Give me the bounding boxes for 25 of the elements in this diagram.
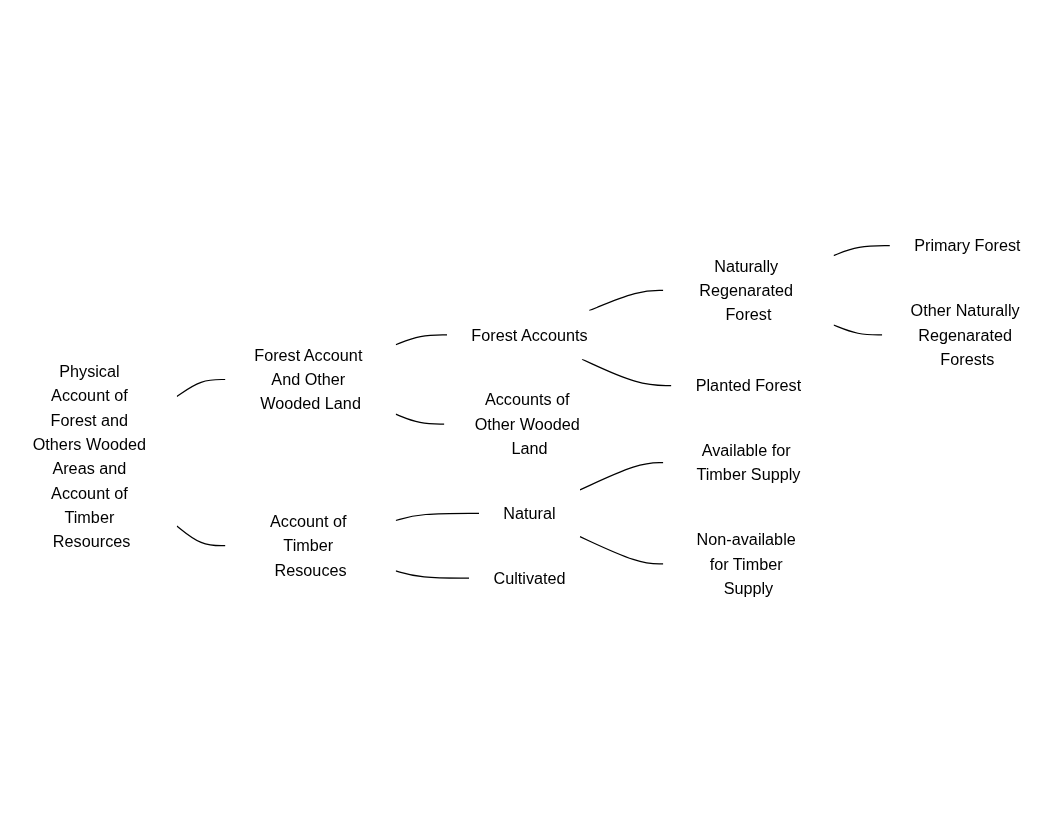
connector <box>832 245 891 257</box>
connector <box>579 536 664 565</box>
connector <box>176 525 227 547</box>
node-text: Cultivated <box>493 569 566 588</box>
connector <box>395 570 470 579</box>
node-text: Account of Timber Resouces <box>270 512 347 579</box>
node-text: Primary Forest <box>914 236 1021 255</box>
connector <box>395 334 448 346</box>
node-text: Forest Accounts <box>471 325 588 344</box>
connector <box>581 358 672 387</box>
node-text: Other Naturally Regenarated Forests <box>910 301 1020 369</box>
connector <box>176 378 227 398</box>
connector <box>588 289 664 312</box>
node-text: Planted Forest <box>695 376 802 395</box>
connector <box>395 413 445 425</box>
node-text: Forest Account And Other Wooded Land <box>254 346 363 413</box>
node-text: Naturally Regenarated Forest <box>699 257 794 324</box>
node-text: Accounts of Other Wooded Land <box>474 390 580 458</box>
node-text: Non-available for Timber Supply <box>696 530 796 598</box>
connector <box>832 324 883 336</box>
connector <box>395 512 480 522</box>
node-text: Available for Timber Supply <box>696 441 801 484</box>
connector <box>579 462 664 491</box>
node-text: Physical Account of Forest and Others Wooded Areas and Account of Timber Resources <box>32 362 147 551</box>
node-text: Natural <box>503 504 556 523</box>
